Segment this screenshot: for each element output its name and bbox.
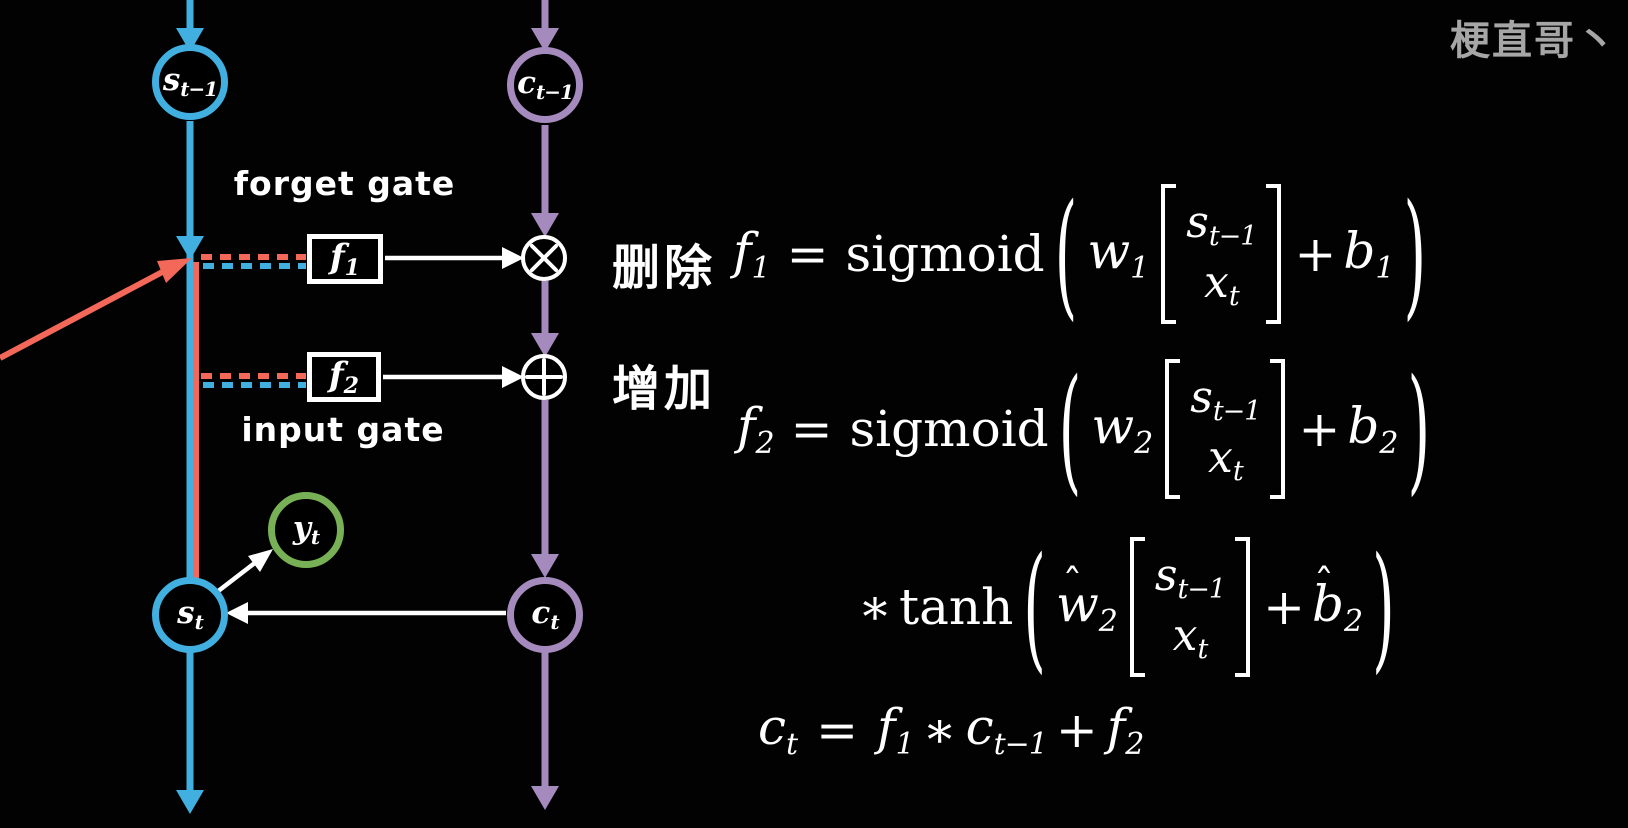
eq3-plus: + [1263,578,1305,637]
eq2-lhs: f2 [737,397,775,462]
right-bracket [1235,537,1251,678]
eq3-open-paren: ( [1023,527,1046,687]
eq1-open-paren: ( [1054,174,1078,334]
eq2-open-paren: ( [1058,349,1082,509]
eq1-fn: sigmoid [845,225,1045,284]
eq4-star: ∗ [922,701,957,759]
eq2-equals: = [790,400,833,459]
eq3-input-vector: st−1 xt [1129,537,1251,678]
eq2-weight: w2 [1091,397,1153,462]
forget-gate-box-label: f1 [330,236,360,281]
node-y-label: yt [292,510,320,549]
eq4-ct: ct [758,698,798,762]
left-bracket [1161,184,1177,325]
eq4-equals: = [816,701,858,759]
gate-tap-dashes-blue [203,263,306,388]
eq4-f1: f1 [876,698,915,762]
right-bracket [1266,184,1282,325]
eq1-bias: b1 [1343,222,1394,287]
circle-multiply-icon [521,235,567,281]
eq1-input-vector: st−1 xt [1161,184,1282,325]
eq2-plus: + [1298,400,1341,459]
left-bracket [1129,537,1145,678]
eq3-star: ∗ [858,578,892,637]
eq3-close-paren: ) [1372,527,1395,687]
forget-gate-caption: forget gate [233,164,456,203]
delete-annotation: 删除 [612,240,717,296]
input-gate-box: f2 [307,352,381,402]
node-c: ct [507,577,583,653]
eq2-input-vector: st−1 xt [1165,359,1286,500]
watermark: 梗直哥丶 [1450,18,1618,64]
eq1-plus: + [1294,225,1337,284]
eq4-f2: f2 [1106,698,1145,762]
input-x-wire [0,258,199,580]
eq4-plus: + [1055,701,1098,759]
eq2-close-paren: ) [1407,349,1431,509]
eq1-lhs: f1 [733,222,771,287]
input-gate-box-label: f2 [329,354,359,399]
node-s-prev: st−1 [152,44,228,120]
left-bracket [1165,359,1181,500]
gate-tap-dashes-red [201,254,306,379]
eq2-bias: b2 [1347,397,1398,462]
input-gate-caption: input gate [241,410,445,449]
add-annotation: 增加 [612,361,717,417]
node-s-prev-label: st−1 [162,62,218,101]
node-c-label: ct [531,595,559,634]
node-c-prev: ct−1 [507,47,583,123]
eq3-fn: tanh [898,578,1014,637]
eq1-weight: w1 [1087,222,1149,287]
equation-f2: f2 = sigmoid ( w2 st−1 xt + b2 ) [737,349,1433,509]
eq2-fn: sigmoid [849,400,1049,459]
s-path-wire [176,0,204,814]
node-s: st [152,577,228,653]
node-c-prev-label: ct−1 [517,65,574,104]
eq1-close-paren: ) [1403,174,1427,334]
circle-plus-icon [521,354,567,400]
forget-gate-box: f1 [307,234,383,284]
eq1-equals: = [786,225,829,284]
equation-f1: f1 = sigmoid ( w1 st−1 xt + b1 ) [733,174,1429,334]
eq4-c-prev: ct−1 [965,698,1048,762]
node-s-label: st [177,595,204,634]
right-bracket [1270,359,1286,500]
node-y: yt [268,492,344,568]
equation-ct: ct = f1 ∗ ct−1 + f2 [758,698,1145,762]
